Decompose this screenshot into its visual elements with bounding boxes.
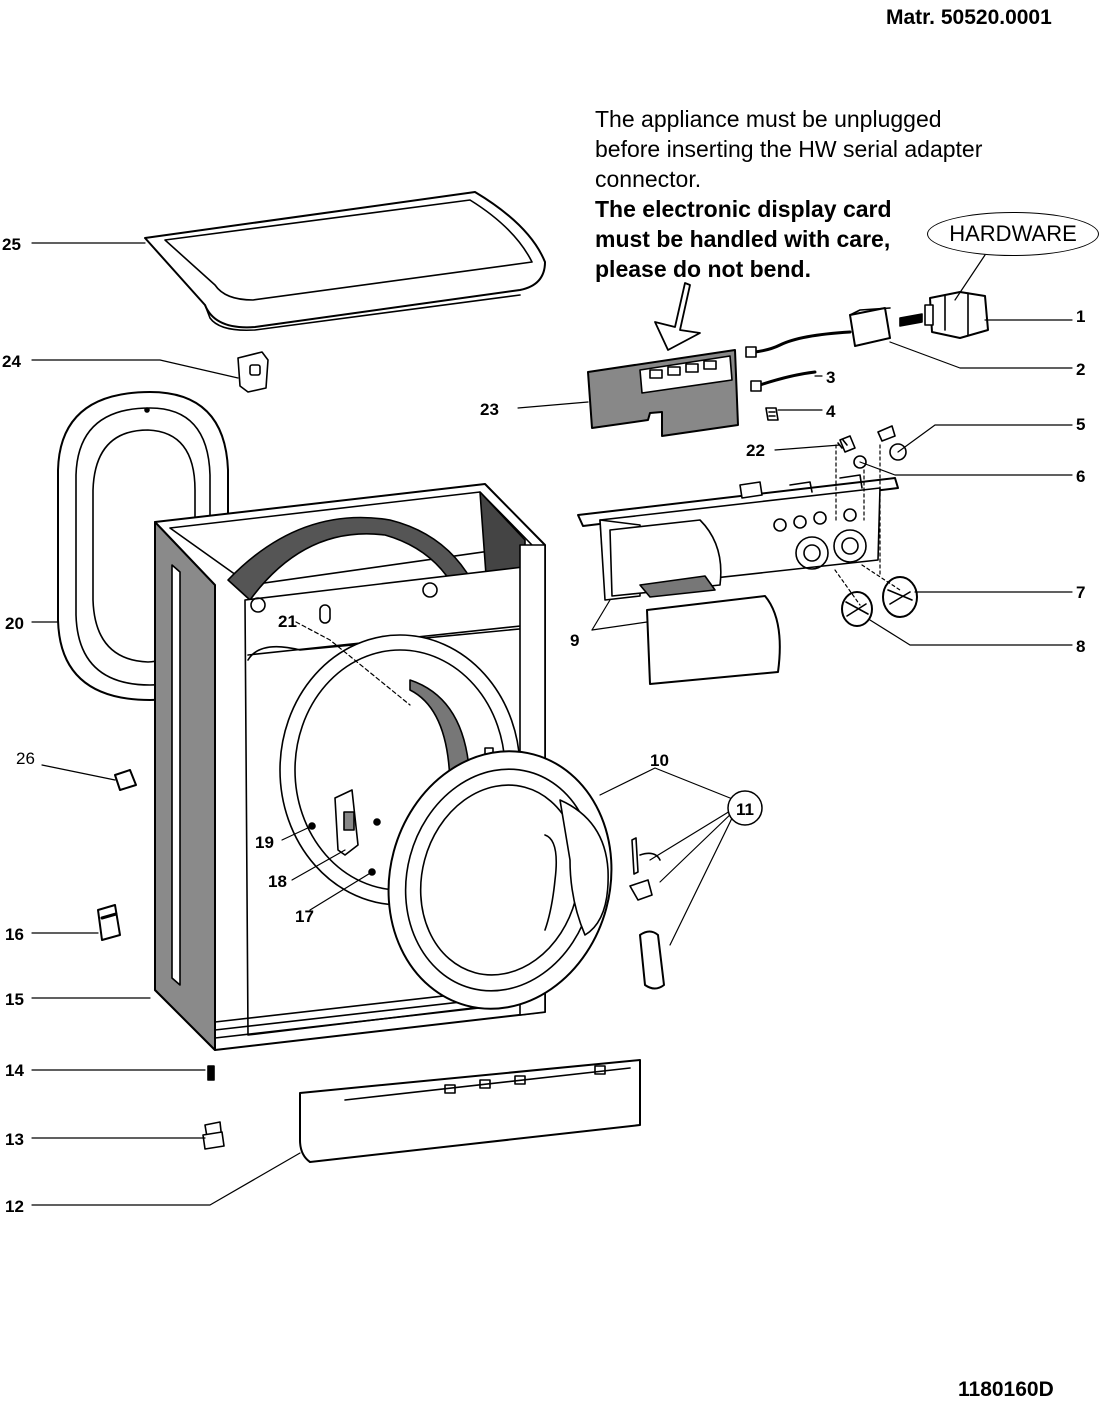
callout-8: 8 (1076, 637, 1085, 656)
warning-line-2: before inserting the HW serial adapter (595, 136, 983, 162)
knob-part (841, 576, 918, 627)
callout-12: 12 (5, 1197, 24, 1216)
control-panel-part (577, 474, 899, 601)
top-cover-part (144, 191, 546, 332)
callout-10: 10 (650, 751, 669, 770)
leader-lines (31, 242, 1073, 1206)
callout-3: 3 (826, 368, 835, 387)
foot-part (202, 1065, 225, 1150)
drawing-code: 1180160D (958, 1378, 1054, 1401)
callout-13: 13 (5, 1130, 24, 1149)
warning-line-1: The appliance must be unplugged (595, 106, 942, 132)
insert-arrow-icon (654, 282, 701, 351)
callout-2: 2 (1076, 360, 1085, 379)
callout-11-circle (727, 790, 763, 826)
hinge-part (629, 837, 665, 990)
callout-24: 24 (2, 352, 21, 371)
callout-7: 7 (1076, 583, 1085, 602)
callout-17: 17 (295, 907, 314, 926)
callout-1: 1 (1076, 307, 1085, 326)
stopper-part (114, 769, 137, 791)
small-buttons-part (837, 425, 907, 469)
warning-line-3: connector. (595, 166, 702, 192)
callout-5: 5 (1076, 415, 1085, 434)
hardware-badge: HARDWARE (927, 212, 1099, 256)
callout-9: 9 (570, 631, 579, 650)
plinth-part (299, 1059, 641, 1163)
warning-bold-3: please do not bend. (595, 256, 811, 282)
display-card-part (587, 349, 739, 437)
callout-6: 6 (1076, 467, 1085, 486)
clip-part (237, 351, 269, 393)
callout-15: 15 (5, 990, 24, 1009)
door-part (387, 750, 613, 1010)
callout-23: 23 (480, 400, 499, 419)
callout-26: 26 (16, 749, 35, 768)
callout-20: 20 (5, 614, 24, 633)
callout-22: 22 (746, 441, 765, 460)
callout-21: 21 (278, 612, 297, 631)
callout-18: 18 (268, 872, 287, 891)
warning-bold-2: must be handled with care, (595, 226, 891, 252)
callout-11: 11 (736, 800, 754, 819)
callout-25: 25 (2, 235, 21, 254)
material-code: Matr. 50520.0001 (886, 6, 1052, 29)
callout-4: 4 (826, 402, 836, 421)
hose-clamp-part (97, 904, 121, 941)
drawer-front-part (646, 595, 781, 685)
callout-16: 16 (5, 925, 24, 944)
serial-adapter-part (745, 291, 989, 421)
warning-bold-1: The electronic display card (595, 196, 892, 222)
callout-14: 14 (5, 1061, 24, 1080)
callout-19: 19 (255, 833, 274, 852)
